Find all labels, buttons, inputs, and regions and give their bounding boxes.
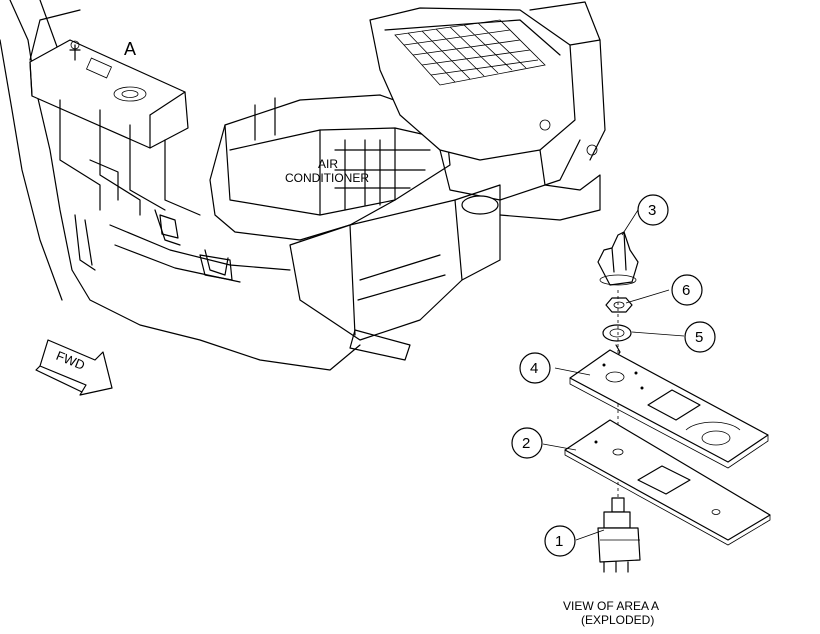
callout-1: 1 [544, 525, 576, 557]
svg-text:4: 4 [530, 360, 538, 377]
callout-5: 5 [684, 321, 716, 353]
switch-part [597, 497, 641, 573]
svg-text:2: 2 [522, 435, 530, 452]
callout-6: 6 [671, 274, 703, 306]
cab-assembly-illustration [0, 0, 606, 371]
air-conditioner-label-line2: CONDITIONER [285, 171, 369, 185]
nut-part [605, 297, 633, 313]
filter-grid [394, 19, 546, 86]
air-conditioner-label-line1: AIR [318, 157, 338, 171]
callout-leaders [542, 209, 685, 541]
view-caption-line1: VIEW OF AREA A [563, 599, 659, 613]
knob-part [597, 231, 639, 286]
callouts: 3 6 5 4 2 1 [511, 194, 716, 557]
area-a-label: A [124, 39, 136, 59]
svg-text:5: 5 [695, 329, 703, 346]
washer-part [602, 324, 632, 342]
callout-4: 4 [519, 352, 551, 384]
lower-plate-part [564, 419, 771, 546]
callout-3: 3 [637, 194, 669, 226]
exploded-view [564, 231, 771, 573]
upper-plate-part [569, 349, 769, 469]
view-caption-line2: (EXPLODED) [581, 613, 654, 627]
svg-text:1: 1 [555, 533, 563, 550]
svg-text:3: 3 [648, 202, 656, 219]
callout-2: 2 [511, 427, 543, 459]
svg-text:6: 6 [682, 282, 690, 299]
forward-arrow-icon: FWD [35, 339, 113, 396]
